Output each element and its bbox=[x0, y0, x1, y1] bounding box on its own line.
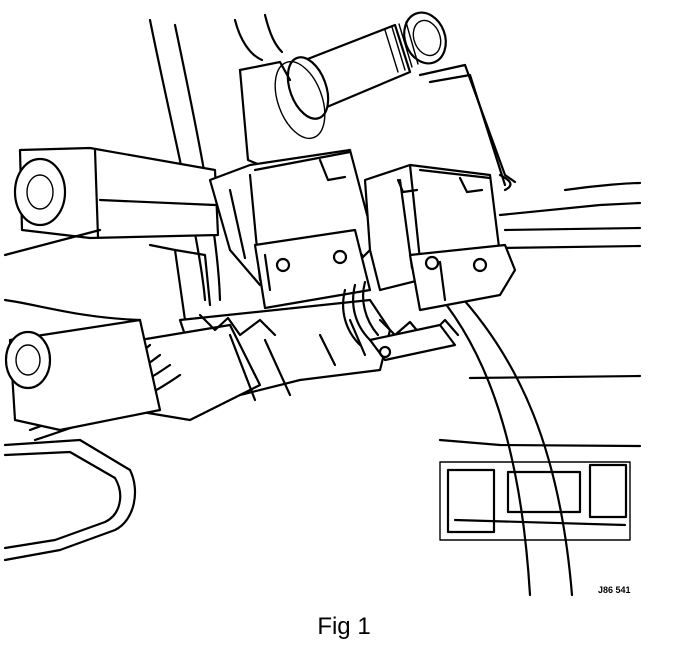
column-tube bbox=[3, 298, 162, 562]
turn-signal-lever bbox=[3, 146, 220, 257]
reference-code: J86 541 bbox=[598, 585, 631, 595]
steering-shaft bbox=[274, 11, 447, 140]
technical-illustration: J86 541 bbox=[3, 11, 642, 597]
column-housing bbox=[128, 243, 460, 422]
dashboard-panel bbox=[438, 181, 642, 541]
switch-module-right bbox=[363, 163, 517, 312]
switch-module-left bbox=[208, 148, 377, 310]
steering-column-drawing: J86 541 bbox=[3, 11, 642, 597]
figure-caption: Fig 1 bbox=[317, 613, 371, 640]
